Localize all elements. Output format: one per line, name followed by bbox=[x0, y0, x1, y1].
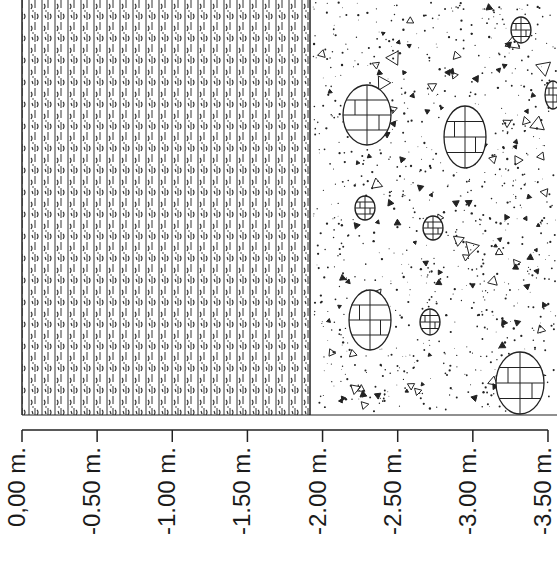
depth-label: -0.50 m. bbox=[78, 447, 106, 577]
peat-layer bbox=[22, 0, 310, 415]
depth-label: -2.00 m. bbox=[304, 447, 332, 577]
depth-label: 0,00 m. bbox=[3, 447, 31, 577]
gravel-texture bbox=[313, 2, 557, 413]
boulders bbox=[343, 17, 557, 414]
depth-label: -3.00 m. bbox=[454, 447, 482, 577]
depth-label: -3.50 m. bbox=[529, 447, 557, 577]
depth-label: -1.50 m. bbox=[228, 447, 256, 577]
depth-axis bbox=[22, 430, 548, 442]
depth-label: -2.50 m. bbox=[379, 447, 407, 577]
depth-label: -1.00 m. bbox=[153, 447, 181, 577]
